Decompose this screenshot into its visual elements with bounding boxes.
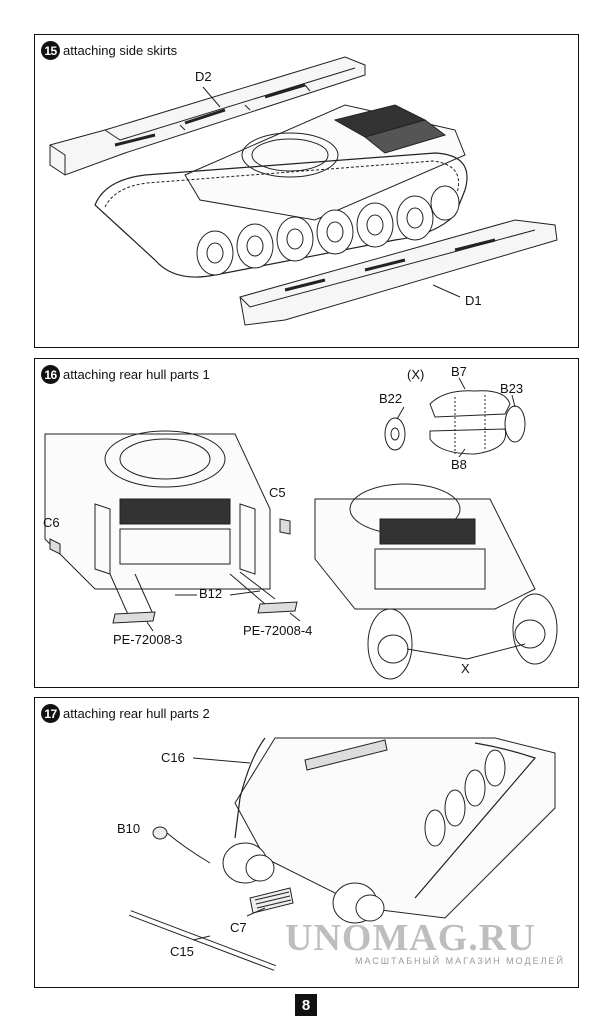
callout-x: X [461,661,470,676]
step-15-title: attaching side skirts [63,43,178,58]
page-number: 8 [295,994,317,1016]
callout-pe-72008-3: PE-72008-3 [113,632,183,647]
watermark-sub: МАСШТАБНЫЙ МАГАЗИН МОДЕЛЕЙ [355,956,565,966]
callout-c5: C5 [269,485,286,500]
part-c15-drawing [128,910,277,971]
rear-hull-right-drawing [314,483,558,680]
watermark-main: UNOMAG.RU [285,917,536,959]
callout-d1: D1 [465,293,482,308]
rear-hull-left-drawing [44,430,298,624]
callout-b22: B22 [379,391,403,406]
step-15-header: 15 attaching side skirts [41,41,177,60]
step-16-illustration [44,377,558,680]
callout-b10: B10 [117,821,141,836]
callout-x-header: (X) [407,367,425,382]
step-17-title: attaching rear hull parts 2 [63,706,210,721]
callout-c16: C16 [161,750,185,765]
step-17-number: 17 [41,704,60,723]
step-17-panel: 17 attaching rear hull parts 2 [34,697,579,988]
step-17-illustration [128,737,556,971]
idler-wheels-drawing [222,842,385,924]
callout-b12: B12 [199,586,223,601]
step-15-number: 15 [41,41,60,60]
callout-d2: D2 [195,69,212,84]
hull-drawing [184,104,466,221]
side-skirt-d1-drawing [239,219,558,326]
side-skirt-d2-drawing [49,56,366,176]
callout-c7: C7 [230,920,247,935]
part-c7-drawing [249,887,294,914]
part-b10-drawing [152,826,211,864]
step-17-header: 17 attaching rear hull parts 2 [41,704,210,723]
step-16-title: attaching rear hull parts 1 [63,367,210,382]
callout-pe-72008-4: PE-72008-4 [243,623,313,638]
hull-rear-drawing [234,737,556,919]
step-16-number: 16 [41,365,60,384]
callout-b7: B7 [451,364,467,379]
callout-c6: C6 [43,515,60,530]
track-drawing [94,152,468,278]
callout-c15: C15 [170,944,194,959]
sub-assembly-x-drawing [384,390,526,455]
step-15-panel: 15 attaching side skirts [34,34,579,348]
step-16-panel: 16 attaching rear hull parts 1 [34,358,579,688]
callout-b23: B23 [500,381,524,396]
step-15-illustration [49,56,558,326]
watermark: UNOMAG.RU МАСШТАБНЫЙ МАГАЗИН МОДЕЛЕЙ [285,916,565,966]
callout-b8: B8 [451,457,467,472]
step-16-header: 16 attaching rear hull parts 1 [41,365,210,384]
